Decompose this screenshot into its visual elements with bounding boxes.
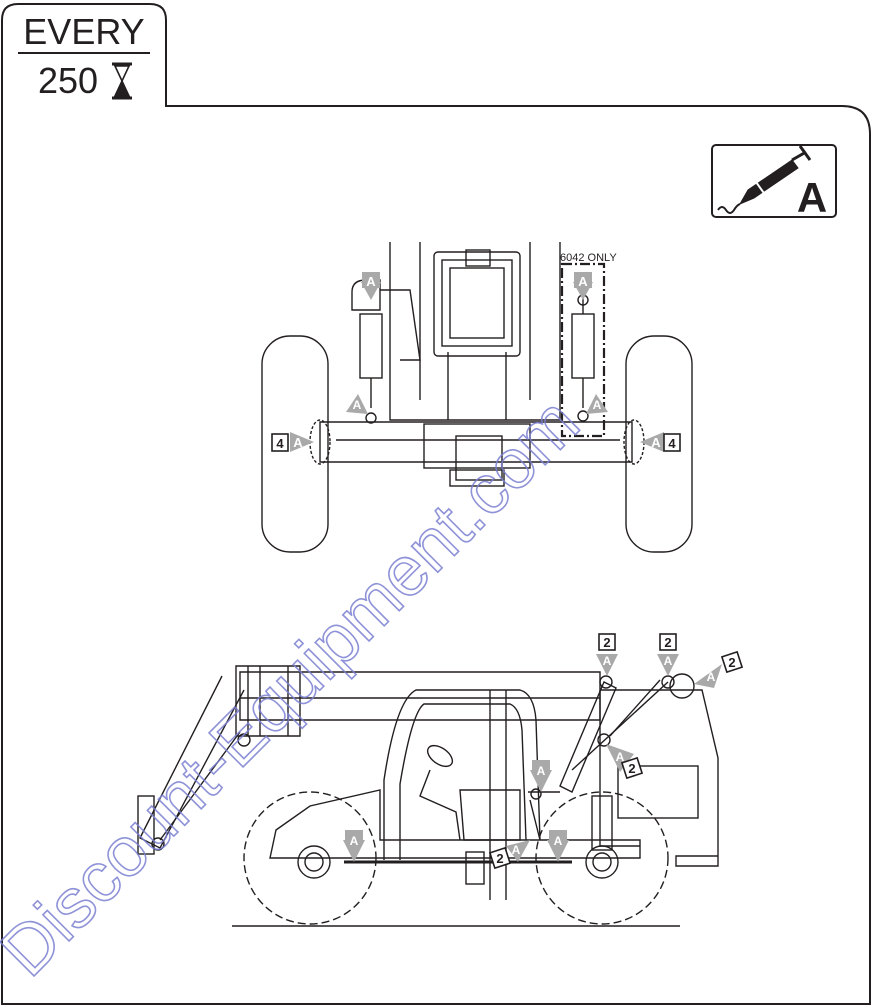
svg-text:A: A [707, 670, 716, 684]
grease-point-front-hub-left: A 4 [271, 432, 314, 452]
side-view-markers: 2 A 2 A A 2 A 2 A [343, 633, 744, 870]
grease-point-side-front-link: A [530, 760, 552, 792]
grease-point-front-hub-right: A 4 [640, 432, 681, 452]
svg-text:2: 2 [728, 655, 735, 670]
front-count-left: 4 [276, 436, 284, 451]
grease-point-side-boom-1: 2 A [596, 633, 618, 676]
front-view-note: 6042 ONLY [560, 252, 617, 264]
grease-point-side-rear-shaft: A [547, 830, 569, 862]
svg-text:2: 2 [496, 851, 503, 866]
svg-text:A: A [350, 834, 359, 848]
svg-text:A: A [512, 843, 521, 857]
svg-text:2: 2 [664, 635, 671, 650]
interval-word: EVERY [23, 11, 144, 52]
grease-point-side-center-shaft: A 2 [488, 840, 530, 870]
grease-point-side-boom-3: A 2 [694, 650, 744, 688]
svg-text:A: A [651, 435, 661, 450]
service-interval-header: EVERY 250 [18, 11, 150, 101]
grease-point-side-cylinder: A 2 [606, 744, 644, 780]
watermark-text: Discount-Equipment.com [0, 382, 594, 990]
svg-text:A: A [593, 398, 602, 412]
side-view-drawing [137, 665, 719, 927]
grease-gun-icon [717, 145, 812, 214]
svg-text:A: A [353, 398, 362, 412]
page-frame [1, 3, 871, 1005]
grease-point-front-cyl-bottom-right: A [586, 394, 608, 414]
svg-text:A: A [554, 834, 563, 848]
svg-text:2: 2 [628, 761, 635, 776]
grease-point-front-cyl-bottom-left: A [346, 394, 368, 414]
svg-text:A: A [578, 274, 588, 289]
svg-text:A: A [664, 654, 673, 668]
grease-point-front-cyl-top-left: A [361, 272, 381, 300]
grease-point-front-cyl-top-right: A [573, 272, 593, 300]
watermark: Discount-Equipment.com [0, 382, 594, 992]
grease-point-side-boom-2: 2 A [657, 633, 679, 676]
svg-text:A: A [603, 654, 612, 668]
svg-text:2: 2 [603, 635, 610, 650]
hourglass-icon [112, 62, 132, 100]
svg-text:A: A [293, 435, 303, 450]
interval-value: 250 [38, 60, 98, 101]
lube-symbol: A [711, 144, 837, 221]
svg-text:A: A [537, 764, 546, 778]
front-view-markers: A A A A A 4 A 4 [271, 272, 681, 452]
front-view-drawing [261, 242, 693, 553]
svg-text:A: A [616, 750, 625, 764]
grease-point-side-front-shaft: A [343, 830, 365, 862]
svg-text:A: A [366, 274, 376, 289]
lube-letter: A [797, 174, 827, 221]
front-count-right: 4 [668, 436, 676, 451]
